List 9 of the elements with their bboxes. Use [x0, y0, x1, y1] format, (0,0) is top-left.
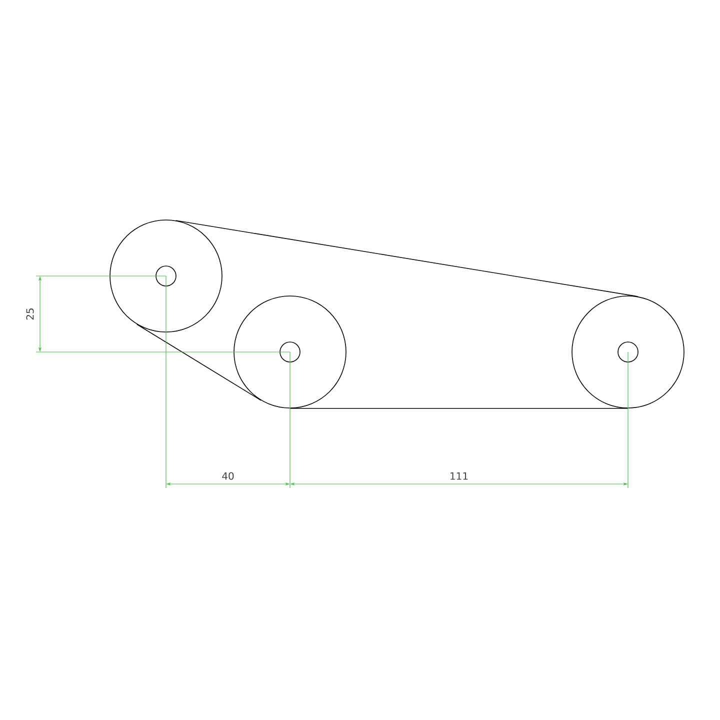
dimension-value: 25 — [26, 308, 34, 320]
dimension-value: 111 — [450, 472, 468, 480]
pulley — [234, 296, 346, 408]
belt-segment — [136, 324, 262, 401]
belt-segment — [175, 220, 638, 297]
pulley — [572, 296, 684, 408]
dimension-value: 40 — [222, 472, 234, 480]
pulley — [110, 220, 222, 332]
belt-segment — [290, 408, 628, 409]
